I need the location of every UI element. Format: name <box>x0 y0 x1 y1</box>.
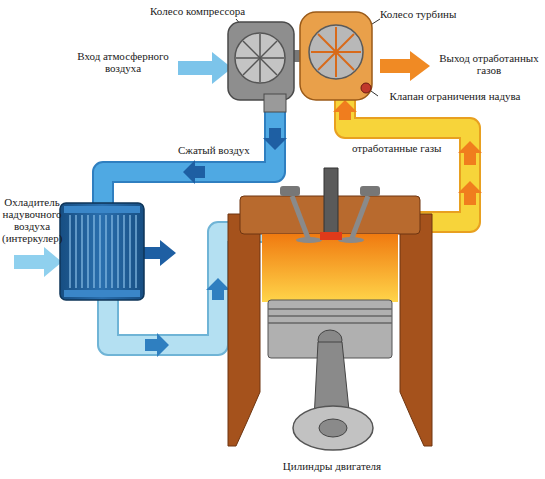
part-label: Колесо компрессора <box>150 5 260 17</box>
flow-arrow <box>458 181 482 205</box>
intercooler-fins <box>70 215 136 288</box>
flow-label: Вход атмосферного воздуха <box>72 50 174 74</box>
compressor-blades <box>236 34 284 82</box>
cylinder-wall <box>228 214 260 446</box>
valve-spring <box>280 186 300 196</box>
intercooler-tank <box>64 206 140 213</box>
crank-journal <box>319 419 347 437</box>
valve-head <box>296 237 322 243</box>
intercooler-body <box>60 203 144 300</box>
part-label: Колесо турбины <box>380 8 480 20</box>
flow-arrow <box>183 160 205 184</box>
intercooler-tank <box>64 290 140 297</box>
intake-valve <box>292 196 308 238</box>
crankshaft <box>293 406 373 450</box>
exhaust-valve <box>352 196 368 238</box>
combustion-chamber <box>262 234 398 302</box>
flow-arrow <box>263 128 287 150</box>
cooling-air-arrow <box>144 240 176 266</box>
gas-out-arrow <box>380 51 430 81</box>
compressor-wheel <box>235 33 285 83</box>
turbine-blades <box>311 27 361 77</box>
part-label: Охладитель надувочного воздуха (интеркул… <box>2 196 62 244</box>
cylinder-wall <box>400 214 432 446</box>
turbine-wheel <box>309 25 363 79</box>
compressor-outlet <box>264 94 286 112</box>
injector <box>324 168 338 236</box>
flow-label: Выход отработанных газов <box>436 52 542 76</box>
compressor-housing <box>228 22 294 100</box>
flow-arrow <box>333 100 357 120</box>
flow-arrow <box>458 141 482 165</box>
flow-arrow <box>145 333 169 357</box>
wastegate-valve <box>361 83 371 93</box>
cooling-air-arrow <box>14 247 62 277</box>
valve-spring <box>360 186 380 196</box>
injector-tip <box>320 232 342 240</box>
air-in-arrow <box>178 52 232 84</box>
part-label: Клапан ограничения надува <box>380 90 530 102</box>
turbine-housing <box>300 12 372 100</box>
flow-arrow <box>206 278 230 300</box>
flow-label: Сжатый воздух <box>178 144 262 156</box>
part-label: Цилиндры двигателя <box>262 460 402 472</box>
leader-line <box>371 91 378 96</box>
flow-label: отработанные газы <box>352 142 452 154</box>
piston-rings <box>268 309 392 323</box>
